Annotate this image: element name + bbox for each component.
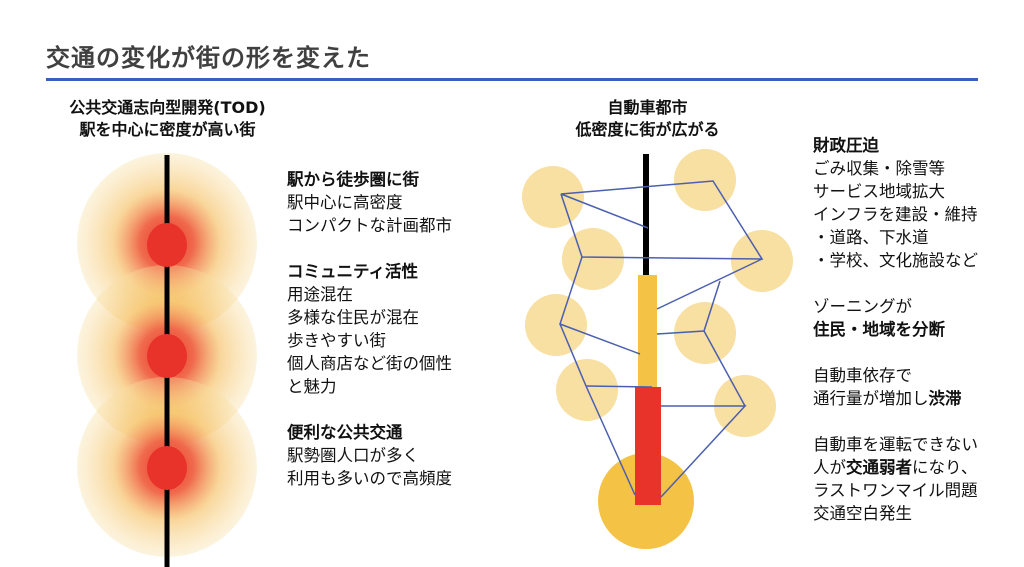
station-core-2 (147, 334, 187, 378)
text-line: インフラを建設・維持 (813, 205, 978, 224)
text-span: 人が (813, 458, 846, 477)
car-city-heading-line1: 自動車都市 (607, 98, 688, 117)
tod-heading-line1: 公共交通志向型開発(TOD) (69, 98, 266, 117)
text-line: 利用も多いので高頻度 (287, 469, 452, 488)
suburb-5 (525, 294, 587, 356)
suburb-4 (731, 230, 793, 292)
arterial-yellow (638, 275, 657, 388)
text-span: になり、 (912, 458, 978, 477)
suburb-2 (674, 149, 736, 211)
text-line: 用途混在 (287, 285, 353, 304)
car-city-heading-line2: 低密度に街が広がる (575, 120, 720, 139)
tod-heading-line2: 駅を中心に密度が高い街 (79, 120, 256, 139)
suburb-1 (522, 166, 584, 228)
block-head: コミュニティ活性 (287, 262, 419, 281)
tod-diagram (77, 153, 257, 567)
text-line: 自動車依存で (813, 366, 912, 385)
road-segment (656, 258, 763, 310)
station-core-1 (147, 223, 187, 267)
text-line: 駅中心に高密度 (287, 193, 403, 212)
car-city-diagram (522, 149, 793, 549)
road-segment (585, 385, 653, 388)
tod-heading: 公共交通志向型開発(TOD) 駅を中心に密度が高い街 (40, 97, 295, 141)
tod-benefits: 駅から徒歩圏に街 駅中心に高密度 コンパクトな計画都市 コミュニティ活性 用途混… (287, 168, 452, 490)
road-segment (660, 405, 747, 498)
title-underline (46, 78, 978, 81)
text-line: 通行量が増加し渋滞 (813, 387, 978, 410)
text-line: 人が交通弱者になり、 (813, 456, 978, 479)
text-span: 通行量が増加し (813, 389, 929, 408)
text-line: 個人商店など街の個性 (287, 354, 452, 373)
text-line: ゾーニングが (813, 297, 912, 316)
text-line: 多様な住民が混在 (287, 308, 419, 327)
station-core-3 (147, 446, 187, 490)
car-city-heading: 自動車都市 低密度に街が広がる (540, 97, 755, 141)
text-line: 歩きやすい街 (287, 331, 386, 350)
suburb-3 (562, 228, 624, 290)
text-line: ・道路、下水道 (813, 228, 929, 247)
text-line: サービス地域拡大 (813, 182, 945, 201)
text-line: 自動車を運転できない (813, 435, 978, 454)
arterial-red (635, 387, 661, 505)
road-segment (560, 180, 764, 260)
text-line: と魅力 (287, 377, 337, 396)
text-line: ごみ収集・除雪等 (813, 159, 945, 178)
car-city-problems: 財政圧迫 ごみ収集・除雪等 サービス地域拡大 インフラを建設・維持 ・道路、下水… (813, 134, 978, 525)
road-segment (703, 330, 746, 407)
text-line: 交通空白発生 (813, 504, 912, 523)
text-line: ・学校、文化施設など (813, 251, 978, 270)
slide-title: 交通の変化が街の形を変えた (46, 44, 371, 72)
block-head: 駅から徒歩圏に街 (287, 170, 419, 189)
text-line-bold: 住民・地域を分断 (813, 320, 945, 339)
emphasis: 渋滞 (928, 389, 962, 408)
text-line: 駅勢圏人口が多く (287, 446, 419, 465)
text-line: コンパクトな計画都市 (287, 216, 452, 235)
emphasis: 交通弱者 (846, 458, 912, 477)
block-head: 便利な公共交通 (287, 423, 403, 442)
road-network (559, 180, 764, 498)
block-head: 財政圧迫 (813, 136, 879, 155)
road-segment (559, 323, 636, 496)
text-line: ラストワンマイル問題 (813, 481, 978, 500)
